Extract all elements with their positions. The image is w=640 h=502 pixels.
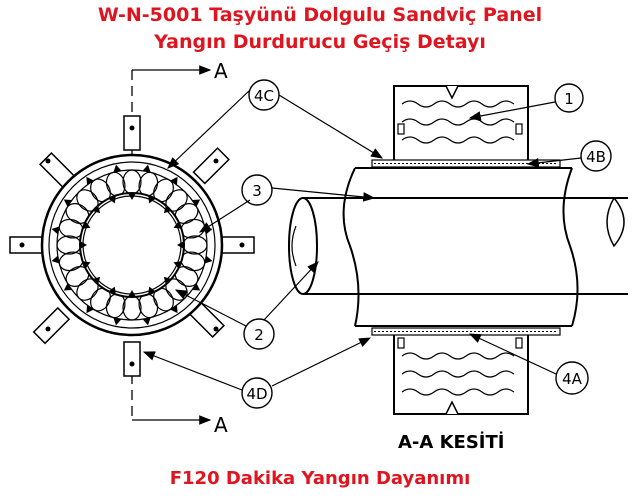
callout-3: 3 (252, 182, 262, 200)
pipe-end-left (288, 197, 318, 295)
section-aa-view (288, 85, 628, 415)
pipe-break-right (606, 196, 625, 248)
section-label: A-A KESİTİ (398, 432, 505, 453)
callout-4a: 4A (562, 370, 583, 388)
panel-lower-insulation (401, 352, 515, 396)
callout-4c: 4C (254, 87, 274, 105)
callout-4b: 4B (586, 148, 606, 166)
bolts (397, 123, 523, 349)
panel-upper-insulation (401, 100, 515, 144)
callout-2: 2 (254, 326, 264, 344)
tab-holes (19, 125, 245, 367)
callout-4d: 4D (246, 385, 267, 403)
panel-lower (393, 333, 529, 415)
leader-lines (142, 89, 582, 391)
collar-teeth (51, 164, 213, 326)
section-mark-top: A (214, 59, 228, 83)
footer-rating: F120 Dakika Yangın Dayanımı (169, 468, 471, 489)
callout-1: 1 (564, 90, 574, 108)
title-line-2: Yangın Durdurucu Geçiş Detayı (154, 31, 486, 53)
title-line-1: W-N-5001 Taşyünü Dolgulu Sandviç Panel (97, 4, 543, 26)
section-mark-bottom: A (214, 413, 228, 437)
